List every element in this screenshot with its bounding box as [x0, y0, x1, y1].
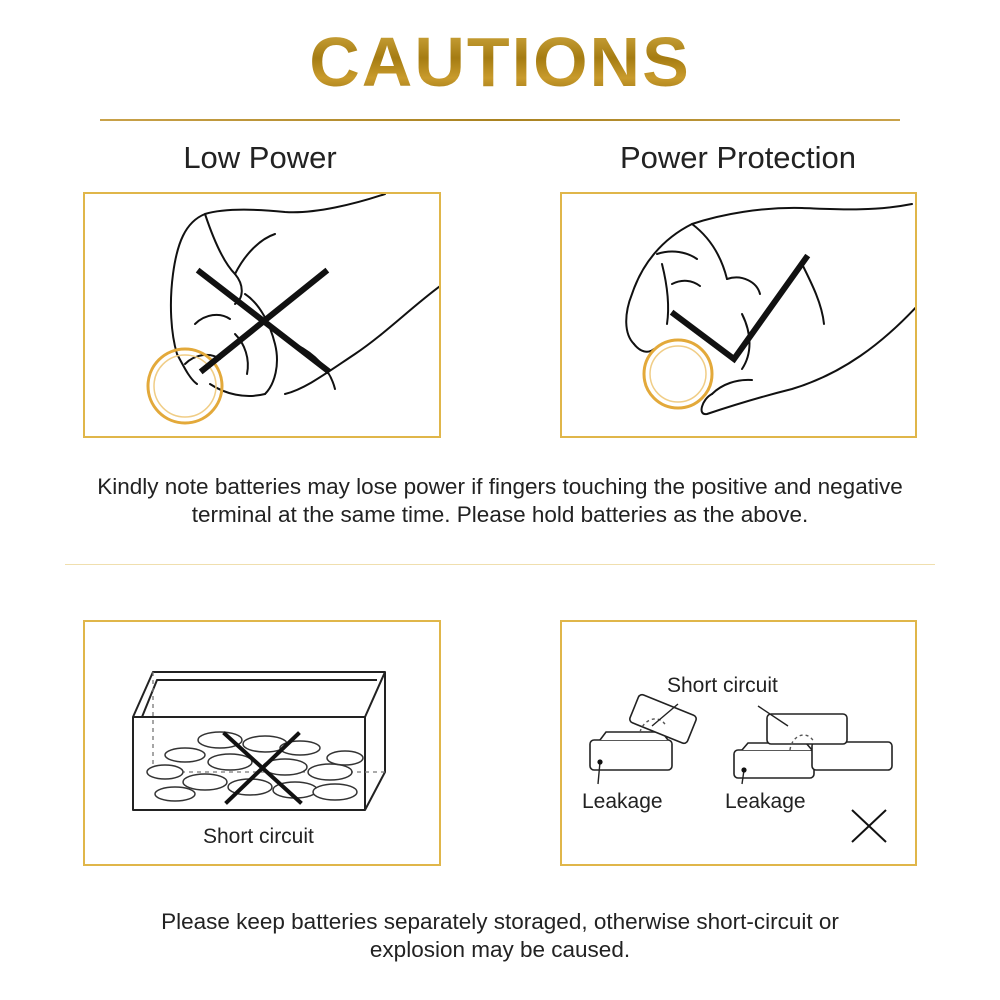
- wrong-grip-illustration: [146, 194, 439, 425]
- power-protection-heading: Power Protection: [619, 140, 857, 175]
- storage-note-line-1: Please keep batteries separately storage…: [161, 909, 839, 934]
- stacked-batteries-illustration: [589, 693, 893, 843]
- section-divider: [65, 564, 935, 565]
- leakage-caption-left: Leakage: [582, 790, 663, 813]
- low-power-panel: [83, 192, 441, 438]
- leakage-caption-right: Leakage: [725, 790, 806, 813]
- power-protection-panel: [560, 192, 917, 438]
- low-power-heading: Low Power: [183, 140, 337, 175]
- title-divider: [100, 119, 900, 121]
- page-title: CAUTIONS: [0, 22, 1000, 102]
- battery-icon: [642, 338, 714, 410]
- battery-box-illustration: [132, 671, 386, 811]
- low-power-note-line-2: terminal at the same time. Please hold b…: [191, 502, 809, 527]
- cross-icon: [851, 809, 887, 843]
- low-power-note-line-1: Kindly note batteries may lose power if …: [97, 474, 903, 499]
- stacked-batteries-panel: Short circuit Leakage Leakage: [560, 620, 917, 866]
- battery-icon: [146, 347, 224, 425]
- correct-grip-illustration: [625, 203, 915, 416]
- storage-note-line-2: explosion may be caused.: [369, 937, 631, 962]
- stack-short-circuit-caption: Short circuit: [667, 674, 778, 697]
- box-short-circuit-caption: Short circuit: [203, 825, 314, 848]
- checkmark-icon: [669, 253, 811, 364]
- storage-box-panel: Short circuit: [83, 620, 441, 866]
- cross-icon: [222, 731, 303, 805]
- cross-icon: [195, 267, 332, 375]
